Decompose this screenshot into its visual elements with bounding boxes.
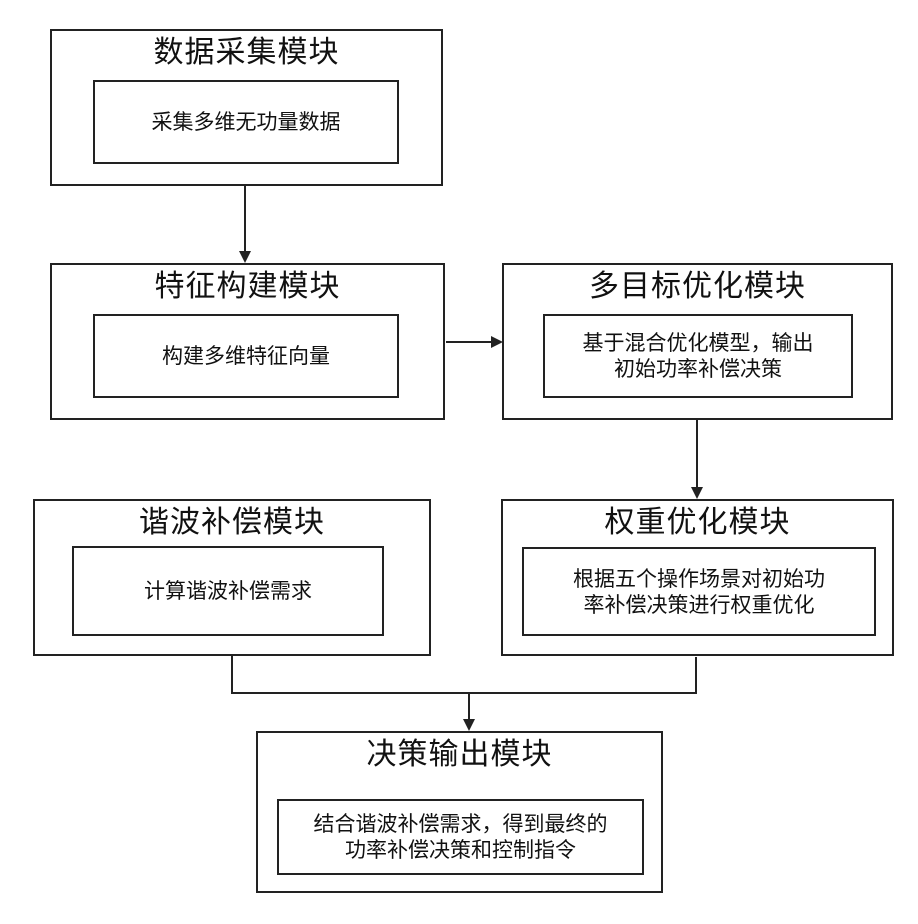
decision-output-content: 结合谐波补偿需求，得到最终的 功率补偿决策和控制指令 [308, 811, 614, 863]
harmonic-compensation-content-box: 计算谐波补偿需求 [72, 546, 384, 636]
feature-construction-module: 特征构建模块 构建多维特征向量 [50, 263, 445, 420]
harmonic-compensation-title: 谐波补偿模块 [35, 505, 429, 541]
harmonic-compensation-content: 计算谐波补偿需求 [138, 578, 318, 604]
data-collection-content-box: 采集多维无功量数据 [93, 80, 399, 164]
weight-optimization-content: 根据五个操作场景对初始功 率补偿决策进行权重优化 [567, 566, 831, 618]
weight-optimization-content-box: 根据五个操作场景对初始功 率补偿决策进行权重优化 [522, 547, 876, 636]
feature-construction-title: 特征构建模块 [52, 269, 443, 305]
multi-objective-optimization-title: 多目标优化模块 [504, 269, 891, 305]
data-collection-title: 数据采集模块 [52, 35, 441, 71]
multi-objective-optimization-module: 多目标优化模块 基于混合优化模型，输出 初始功率补偿决策 [502, 263, 893, 420]
decision-output-content-box: 结合谐波补偿需求，得到最终的 功率补偿决策和控制指令 [277, 799, 644, 875]
decision-output-title: 决策输出模块 [258, 737, 661, 773]
data-collection-module: 数据采集模块 采集多维无功量数据 [50, 29, 443, 186]
data-collection-content: 采集多维无功量数据 [146, 109, 347, 135]
multi-objective-optimization-content: 基于混合优化模型，输出 初始功率补偿决策 [577, 330, 820, 382]
multi-objective-optimization-content-box: 基于混合优化模型，输出 初始功率补偿决策 [543, 314, 853, 398]
weight-optimization-module: 权重优化模块 根据五个操作场景对初始功 率补偿决策进行权重优化 [501, 499, 894, 656]
decision-output-module: 决策输出模块 结合谐波补偿需求，得到最终的 功率补偿决策和控制指令 [256, 731, 663, 893]
feature-construction-content: 构建多维特征向量 [156, 343, 336, 369]
harmonic-compensation-module: 谐波补偿模块 计算谐波补偿需求 [33, 499, 431, 656]
feature-construction-content-box: 构建多维特征向量 [93, 314, 399, 398]
merge-line-harmonic-weight [232, 656, 696, 693]
weight-optimization-title: 权重优化模块 [503, 505, 892, 541]
